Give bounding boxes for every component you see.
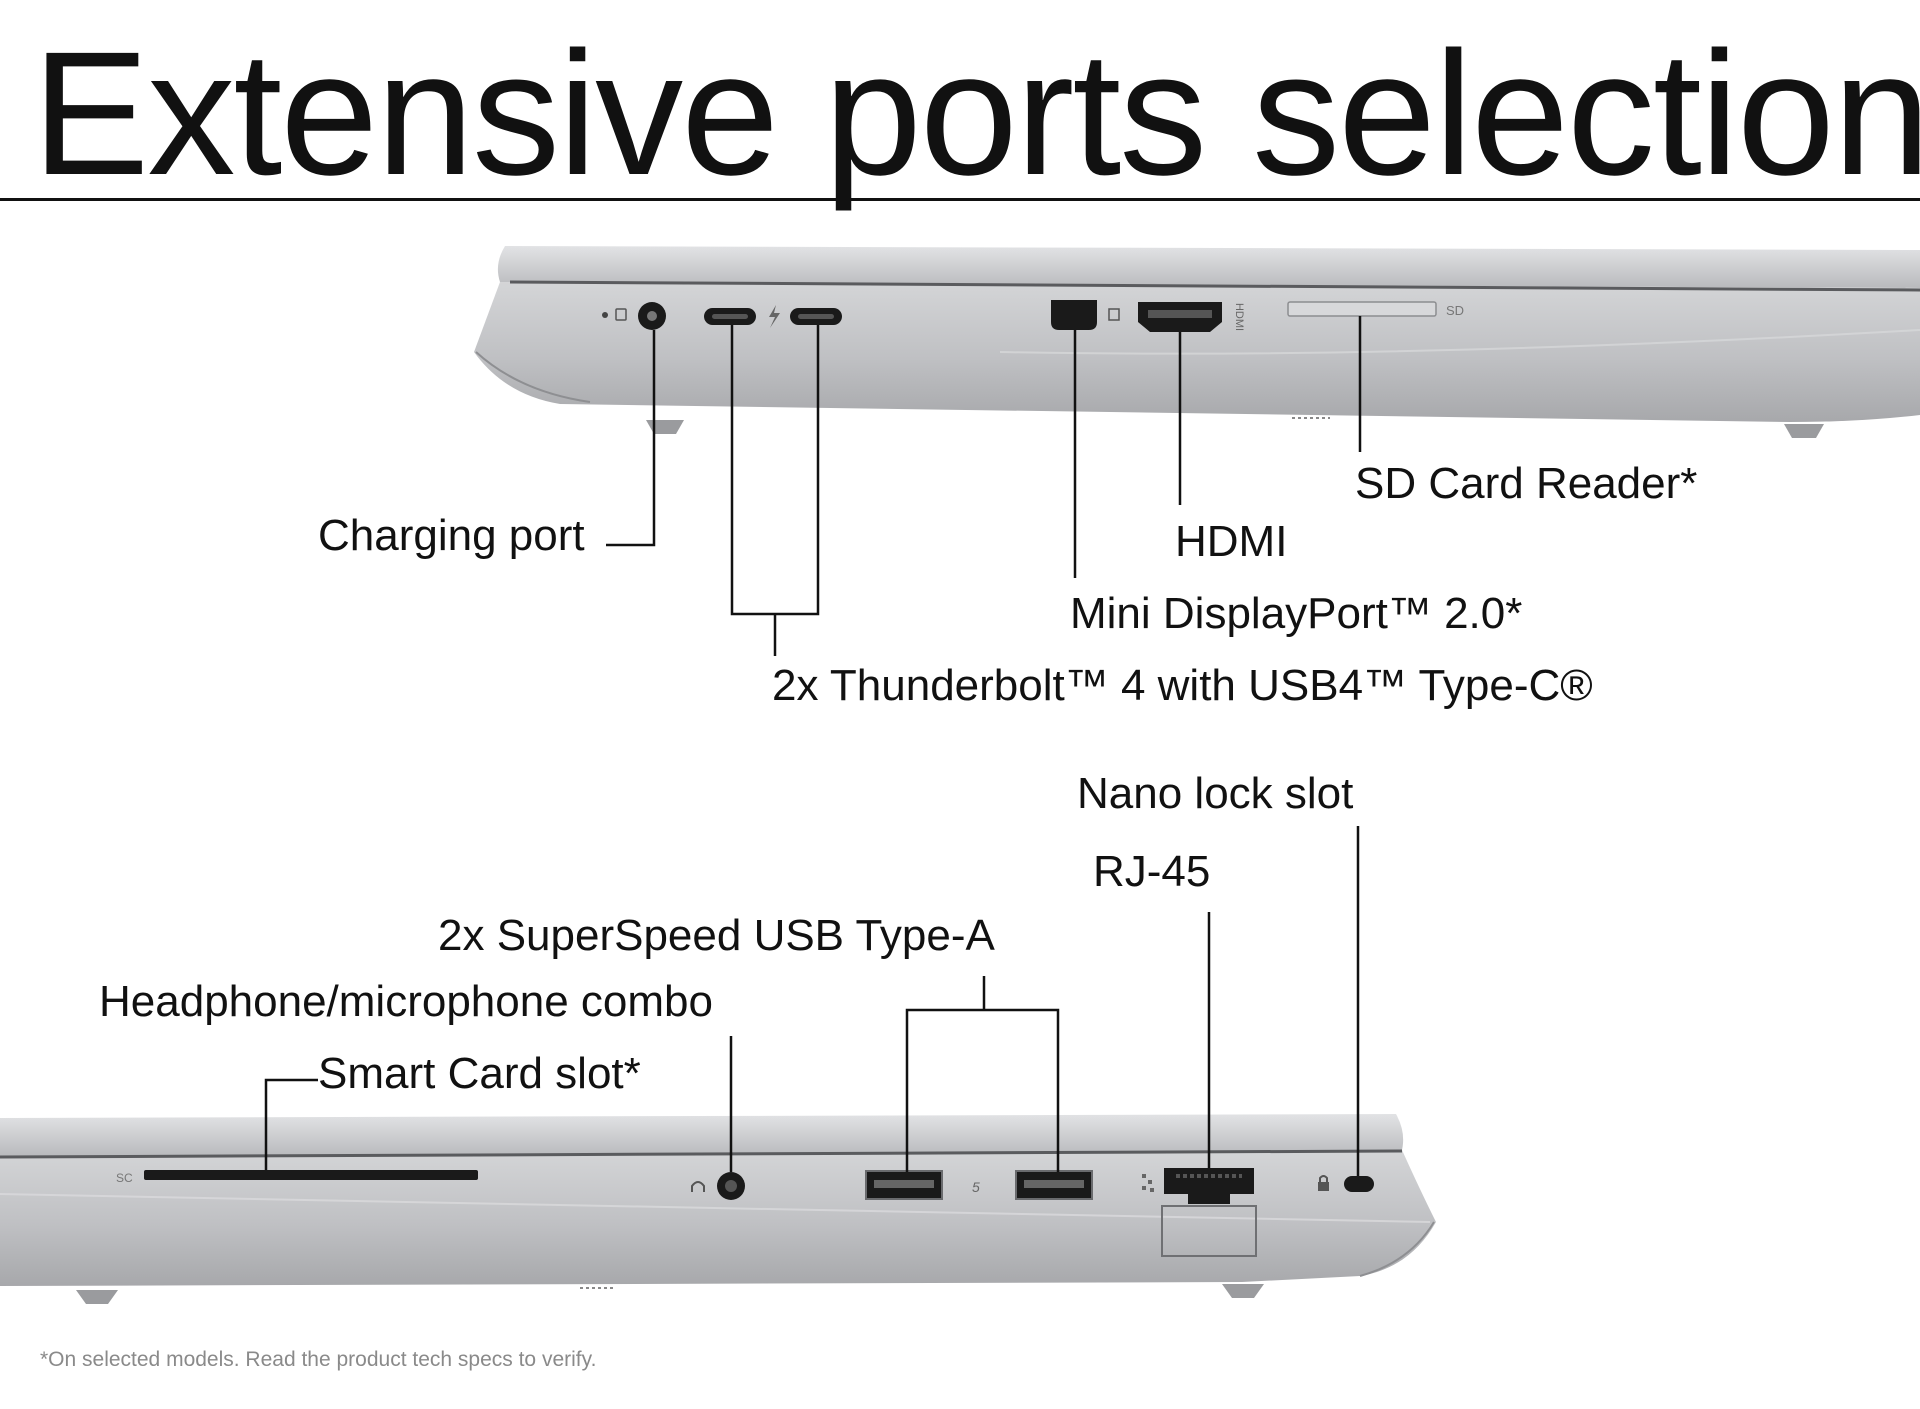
mini-displayport [1051, 300, 1097, 330]
laptop-right-side: HDMI SD [474, 246, 1920, 438]
displayport-icon [1108, 308, 1120, 321]
label-sd-card-reader: SD Card Reader* [1355, 459, 1698, 508]
network-icon [1142, 1174, 1154, 1192]
nano-lock-slot [1344, 1176, 1374, 1192]
label-mini-displayport: Mini DisplayPort™ 2.0* [1070, 589, 1523, 638]
title-divider [0, 198, 1920, 201]
label-nano-lock-slot: Nano lock slot [1077, 769, 1354, 818]
thunderbolt-icon [769, 305, 780, 328]
laptop-left-side: SC 5 [0, 1114, 1436, 1304]
left-side-leaders [264, 826, 1360, 1176]
charging-icon [615, 308, 627, 321]
laptop-foot [1784, 424, 1824, 438]
label-headphone-combo: Headphone/microphone combo [99, 977, 713, 1026]
label-smart-card: Smart Card slot* [318, 1049, 641, 1098]
rj45-door [1161, 1205, 1257, 1257]
page-title: Extensive ports selection [32, 16, 1920, 212]
label-usb-type-a: 2x SuperSpeed USB Type-A [438, 911, 995, 960]
label-hdmi: HDMI [1175, 517, 1288, 566]
lock-icon [1318, 1182, 1329, 1191]
sc-engraving: SC [116, 1171, 133, 1185]
right-side-leaders [606, 316, 1362, 656]
headphone-icon [691, 1181, 705, 1192]
sd-engraving: SD [1446, 303, 1464, 318]
label-thunderbolt: 2x Thunderbolt™ 4 with USB4™ Type-C® [772, 661, 1593, 710]
laptop-lid [497, 246, 1920, 288]
sd-card-slot [1287, 301, 1437, 317]
footnote: *On selected models. Read the product te… [40, 1348, 597, 1371]
superspeed-icon: 5 [972, 1179, 980, 1195]
laptop-lid [0, 1114, 1404, 1156]
hdmi-engraving: HDMI [1233, 303, 1245, 331]
label-rj45: RJ-45 [1093, 847, 1211, 896]
laptop-foot [1222, 1284, 1264, 1298]
laptop-foot [76, 1290, 118, 1304]
smart-card-slot [144, 1170, 478, 1180]
power-led-icon [602, 312, 608, 318]
laptop-foot [646, 420, 684, 434]
label-charging-port: Charging port [318, 511, 585, 560]
